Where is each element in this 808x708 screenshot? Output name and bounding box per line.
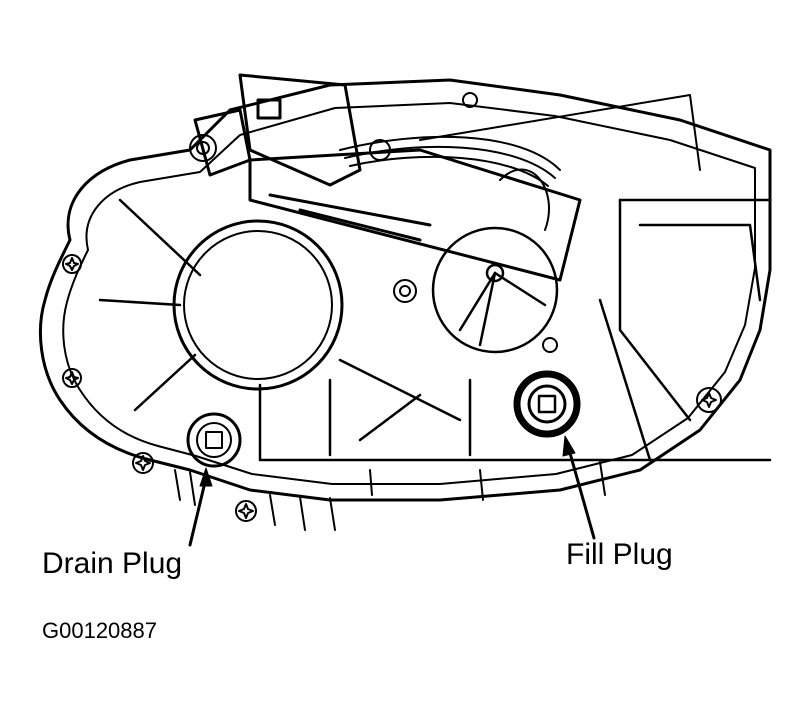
output-gear-housing [431,226,559,354]
housing-flange [38,78,772,502]
fill-plug [513,370,581,438]
figure-code: G00120887 [42,618,157,643]
wiring-harness [339,94,701,231]
drain-plug-leader [188,467,213,547]
actuator-motor [193,73,582,282]
fill-plug-label: Fill Plug [566,538,673,571]
mounting-bolts [62,92,722,522]
flange-teeth [174,461,606,531]
fill-plug-leader [562,435,596,540]
drain-plug-label: Drain Plug [42,547,183,580]
drain-plug [186,412,242,468]
housing-ribs [98,198,772,462]
bearing-opening [172,219,344,391]
